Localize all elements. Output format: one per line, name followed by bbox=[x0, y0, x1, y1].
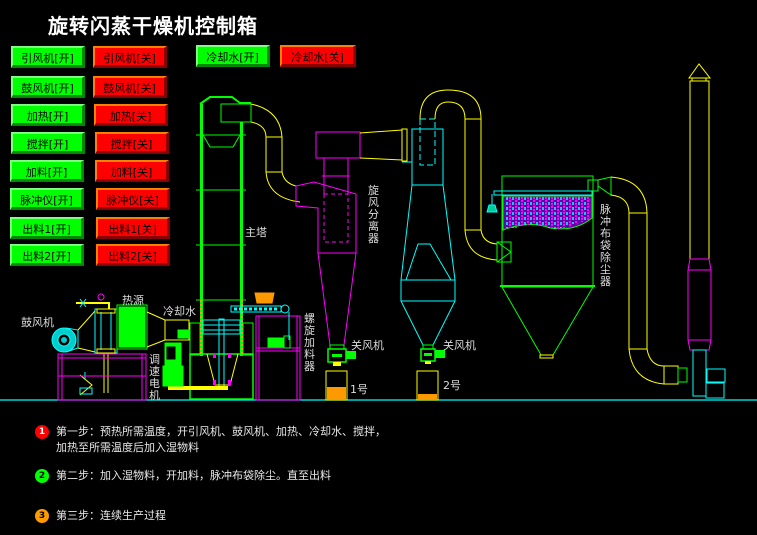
main-tower-label: 主塔 bbox=[245, 226, 267, 239]
bin-2-level bbox=[418, 394, 437, 400]
step-3-text: 第三步：连续生产过程 bbox=[56, 509, 166, 522]
cooling-water-on-button[interactable]: 冷却水[开] bbox=[196, 45, 270, 67]
step-2-badge: 2 bbox=[35, 469, 49, 483]
pulse-on-button[interactable]: 脉冲仪[开] bbox=[10, 188, 84, 210]
chimney bbox=[687, 63, 726, 399]
heat-exchanger bbox=[76, 293, 118, 396]
bin-1 bbox=[325, 370, 348, 401]
agitator bbox=[168, 300, 243, 390]
speed-motor-label: 调速电机 bbox=[149, 353, 160, 402]
step-1-badge: 1 bbox=[35, 425, 49, 439]
step-3-badge: 3 bbox=[35, 509, 49, 523]
step-1-text: 第一步：预热所需温度，开引风机、鼓风机、加热、冷却水、搅拌，加热至所需温度后加入… bbox=[56, 425, 386, 454]
stirring-on-button[interactable]: 搅拌[开] bbox=[11, 132, 85, 154]
stirring-off-button[interactable]: 搅拌[关] bbox=[95, 132, 169, 154]
step-2: 2 第二步：加入湿物料，开加料，脉冲布袋除尘。直至出料 bbox=[35, 468, 396, 484]
discharge-2-on-button[interactable]: 出料2[开] bbox=[10, 244, 84, 266]
duct-tower-cyclone bbox=[250, 103, 301, 203]
cyclone-2 bbox=[400, 118, 456, 346]
induced-fan-off-button[interactable]: 引风机[关] bbox=[93, 46, 167, 68]
blower-on-button[interactable]: 鼓风机[开] bbox=[11, 76, 85, 98]
airlock-1-label: 关风机 bbox=[351, 339, 384, 352]
filter-bags bbox=[502, 195, 593, 231]
step-3: 3 第三步：连续生产过程 bbox=[35, 508, 396, 524]
discharge-2-off-button[interactable]: 出料2[关] bbox=[96, 244, 170, 266]
induced-fan-on-button[interactable]: 引风机[开] bbox=[11, 46, 85, 68]
bag-filter bbox=[486, 175, 612, 359]
heating-off-button[interactable]: 加热[关] bbox=[94, 104, 168, 126]
main-tower bbox=[189, 96, 254, 400]
cyclone-label: 旋风分离器 bbox=[368, 184, 379, 245]
duct-cyclone-filter bbox=[419, 89, 498, 261]
bin-1-level bbox=[327, 387, 346, 400]
blower-off-button[interactable]: 鼓风机[关] bbox=[93, 76, 167, 98]
heating-on-button[interactable]: 加热[开] bbox=[11, 104, 85, 126]
step-1: 1 第一步：预热所需温度，开引风机、鼓风机、加热、冷却水、搅拌，加热至所需温度后… bbox=[35, 424, 396, 456]
discharge-1-on-button[interactable]: 出料1[开] bbox=[10, 217, 84, 239]
screw-feeder-label: 螺旋加料器 bbox=[304, 312, 315, 373]
heat-source bbox=[116, 304, 190, 350]
feeding-on-button[interactable]: 加料[开] bbox=[10, 160, 84, 182]
bag-filter-label: 脉冲布袋除尘器 bbox=[600, 203, 611, 288]
feeding-off-button[interactable]: 加料[关] bbox=[95, 160, 169, 182]
bin-2 bbox=[416, 370, 439, 401]
duct-cyclone-cyclone bbox=[359, 128, 408, 162]
discharge-1-off-button[interactable]: 出料1[关] bbox=[96, 217, 170, 239]
page-title: 旋转闪蒸干燥机控制箱 bbox=[48, 14, 258, 38]
blower-label: 鼓风机 bbox=[21, 316, 54, 329]
heat-source-label: 热源 bbox=[122, 294, 144, 307]
airlock-2-valve bbox=[420, 344, 445, 364]
duct-filter-chimney bbox=[610, 176, 688, 385]
bin-1-label: 1号 bbox=[350, 383, 368, 396]
bin-2-label: 2号 bbox=[443, 379, 461, 392]
cooling-water-off-button[interactable]: 冷却水[关] bbox=[280, 45, 356, 67]
frame-stand bbox=[57, 353, 147, 401]
airlock-2-label: 关风机 bbox=[443, 339, 476, 352]
airlock-1-valve bbox=[327, 344, 356, 366]
speed-motor bbox=[162, 329, 191, 387]
screw-feeder bbox=[230, 292, 301, 401]
blower-fan bbox=[51, 327, 79, 353]
step-2-text: 第二步：加入湿物料，开加料，脉冲布袋除尘。直至出料 bbox=[56, 469, 331, 482]
cooling-water-label: 冷却水 bbox=[163, 305, 196, 318]
pulse-off-button[interactable]: 脉冲仪[关] bbox=[96, 188, 170, 210]
